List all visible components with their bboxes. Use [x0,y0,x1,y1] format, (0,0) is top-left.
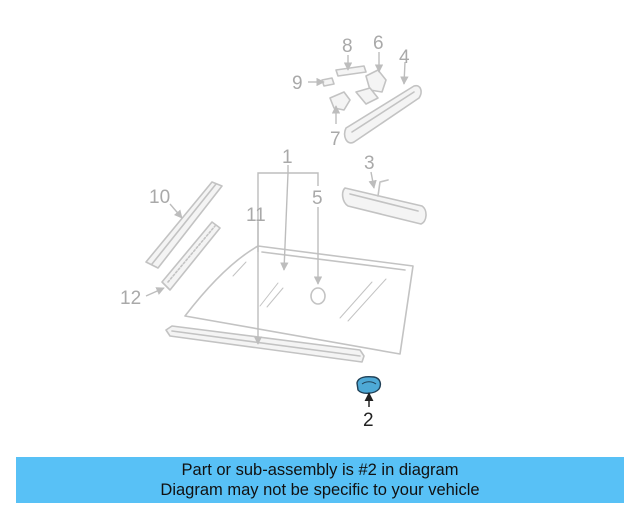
pillar-molding-lower [161,221,221,291]
callout-labels: 1 2 3 4 5 6 7 8 9 10 11 12 [120,33,410,431]
mirror-cover [335,65,367,77]
callout-11: 11 [246,205,266,226]
banner-line-2: Diagram may not be specific to your vehi… [160,481,480,499]
callout-4: 4 [399,47,410,68]
pillar-molding-upper [145,181,223,269]
callout-8: 8 [342,36,353,57]
mirror-bracket [355,69,387,105]
mirror-clip [329,91,351,111]
callout-1: 1 [282,147,293,168]
part-info-banner: Part or sub-assembly is #2 in diagram Di… [16,457,624,503]
rearview-mirror [341,179,427,225]
parts-diagram: 1 2 3 4 5 6 7 8 9 10 11 12 [120,33,427,431]
leader-lines [145,52,409,407]
callout-6: 6 [373,33,384,54]
callout-3: 3 [364,153,375,174]
callout-9: 9 [292,73,303,94]
highlighted-part-2 [356,375,382,394]
windshield-glass [184,245,414,355]
callout-12: 12 [120,288,141,309]
sensor-bracket [310,287,326,305]
banner-line-1: Part or sub-assembly is #2 in diagram [181,461,459,479]
cowl-molding [165,325,365,363]
callout-7: 7 [330,129,341,150]
callout-2: 2 [363,410,374,431]
callout-5: 5 [312,188,323,209]
mirror-assembly-upper [343,84,422,144]
callout-10: 10 [149,187,170,208]
